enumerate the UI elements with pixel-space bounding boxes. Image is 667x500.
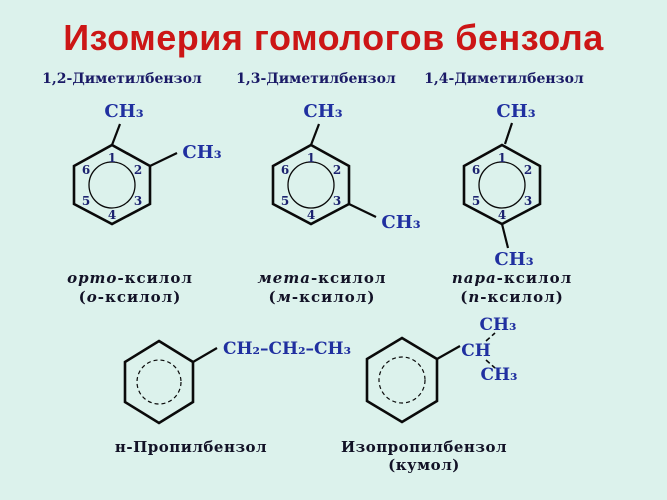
alt-prefix: п (468, 288, 481, 306)
label-cumene: (кумол) (388, 456, 460, 474)
isopropylbenzene-structure-diagram: CH CH₃ CH₃ (365, 315, 518, 424)
ring-position-number: 5 (472, 194, 480, 208)
page-title: Изомерия гомологов бензола (63, 17, 604, 58)
meta-xylene-structure-diagram: CH₃ CH₃ 1 2 3 4 5 6 (271, 101, 421, 233)
column-header-12-dimethylbenzene: 1,2-Диметилбензол (42, 71, 202, 87)
bond-line (500, 223, 510, 249)
column-header-14-dimethylbenzene: 1,4-Диметилбензол (424, 71, 584, 87)
bond-line (503, 122, 514, 145)
label-para-xylene: пара-ксилол (п-ксилол) (422, 269, 602, 307)
label-ortho-xylene: орто-ксилол (о-ксилол) (40, 269, 220, 307)
bond-line (149, 152, 178, 167)
ring-position-number: 3 (524, 194, 532, 208)
alt-prefix: о (86, 288, 98, 306)
aromatic-ring-circle (378, 356, 426, 404)
alt-prefix: м (276, 288, 292, 306)
ch3-group-label: CH₃ (479, 315, 516, 335)
ring-position-number: 6 (472, 163, 480, 177)
dashed-bond-line (485, 359, 496, 369)
ring-position-number: 4 (307, 208, 315, 222)
compound-name: Изопропилбензол (340, 438, 508, 456)
bond-line (436, 345, 461, 360)
ring-position-number: 2 (333, 163, 341, 177)
ring-position-number: 3 (333, 194, 341, 208)
benzene-hexagon (271, 143, 351, 226)
compound-name: н-Пропилбензол (114, 438, 268, 456)
column-header-13-dimethylbenzene: 1,3-Диметилбензол (236, 71, 396, 87)
ch3-group-label: CH₃ (480, 365, 517, 385)
ring-position-number: 5 (281, 194, 289, 208)
ring-position-number: 2 (524, 163, 532, 177)
alt-rest: -ксилол) (480, 288, 564, 306)
name-prefix: мета (257, 269, 311, 287)
alt-rest: -ксилол) (291, 288, 376, 306)
ch3-group-label: CH₃ (496, 101, 535, 122)
aromatic-ring-circle (136, 359, 182, 405)
name-rest: -ксилол (496, 269, 573, 287)
ring-position-number: 1 (307, 151, 315, 165)
ring-position-number: 4 (108, 208, 116, 222)
benzene-hexagon (123, 339, 195, 425)
ch3-group-label: CH₃ (104, 101, 143, 122)
alt-open: ( (78, 288, 87, 306)
bond-line (110, 123, 122, 146)
ring-position-number: 1 (498, 151, 506, 165)
label-meta-xylene: мета-ксилол (м-ксилол) (232, 269, 412, 307)
bond-line (309, 123, 321, 146)
bond-line (192, 347, 218, 363)
ch3-group-label: CH₃ (381, 212, 420, 233)
dashed-bond-line (485, 332, 496, 342)
ch3-group-label: CH₃ (182, 142, 221, 163)
aromatic-ring-circle (478, 161, 526, 209)
ring-position-number: 4 (498, 208, 506, 222)
name-rest: -ксилол (117, 269, 193, 287)
label-isopropylbenzene: Изопропилбензол (кумол) (334, 438, 514, 474)
ring-position-number: 6 (82, 163, 90, 177)
ortho-xylene-structure-diagram: CH₃ CH₃ 1 2 3 4 5 6 (72, 101, 222, 226)
name-rest: -ксилол (310, 269, 387, 287)
n-propylbenzene-structure-diagram: CH₂–CH₂–CH₃ (123, 339, 351, 425)
ring-position-number: 2 (134, 163, 142, 177)
ring-position-number: 3 (134, 194, 142, 208)
ring-position-number: 1 (108, 151, 116, 165)
label-n-propylbenzene: н-Пропилбензол (101, 438, 281, 456)
ch3-group-label: CH₃ (494, 249, 533, 270)
alt-open: ( (460, 288, 469, 306)
alt-rest: -ксилол) (97, 288, 182, 306)
aromatic-ring-circle (88, 161, 136, 209)
bond-line (348, 203, 377, 218)
aromatic-ring-circle (287, 161, 335, 209)
propyl-chain-label: CH₂–CH₂–CH₃ (223, 339, 351, 359)
ch3-group-label: CH₃ (303, 101, 342, 122)
name-prefix: орто (67, 269, 118, 287)
benzene-hexagon (365, 336, 439, 424)
name-prefix: пара (451, 269, 497, 287)
para-xylene-structure-diagram: CH₃ CH₃ 1 2 3 4 5 6 (462, 101, 542, 270)
ch-group-label: CH (461, 341, 491, 361)
ring-position-number: 6 (281, 163, 289, 177)
alt-open: ( (268, 288, 277, 306)
ring-position-number: 5 (82, 194, 90, 208)
